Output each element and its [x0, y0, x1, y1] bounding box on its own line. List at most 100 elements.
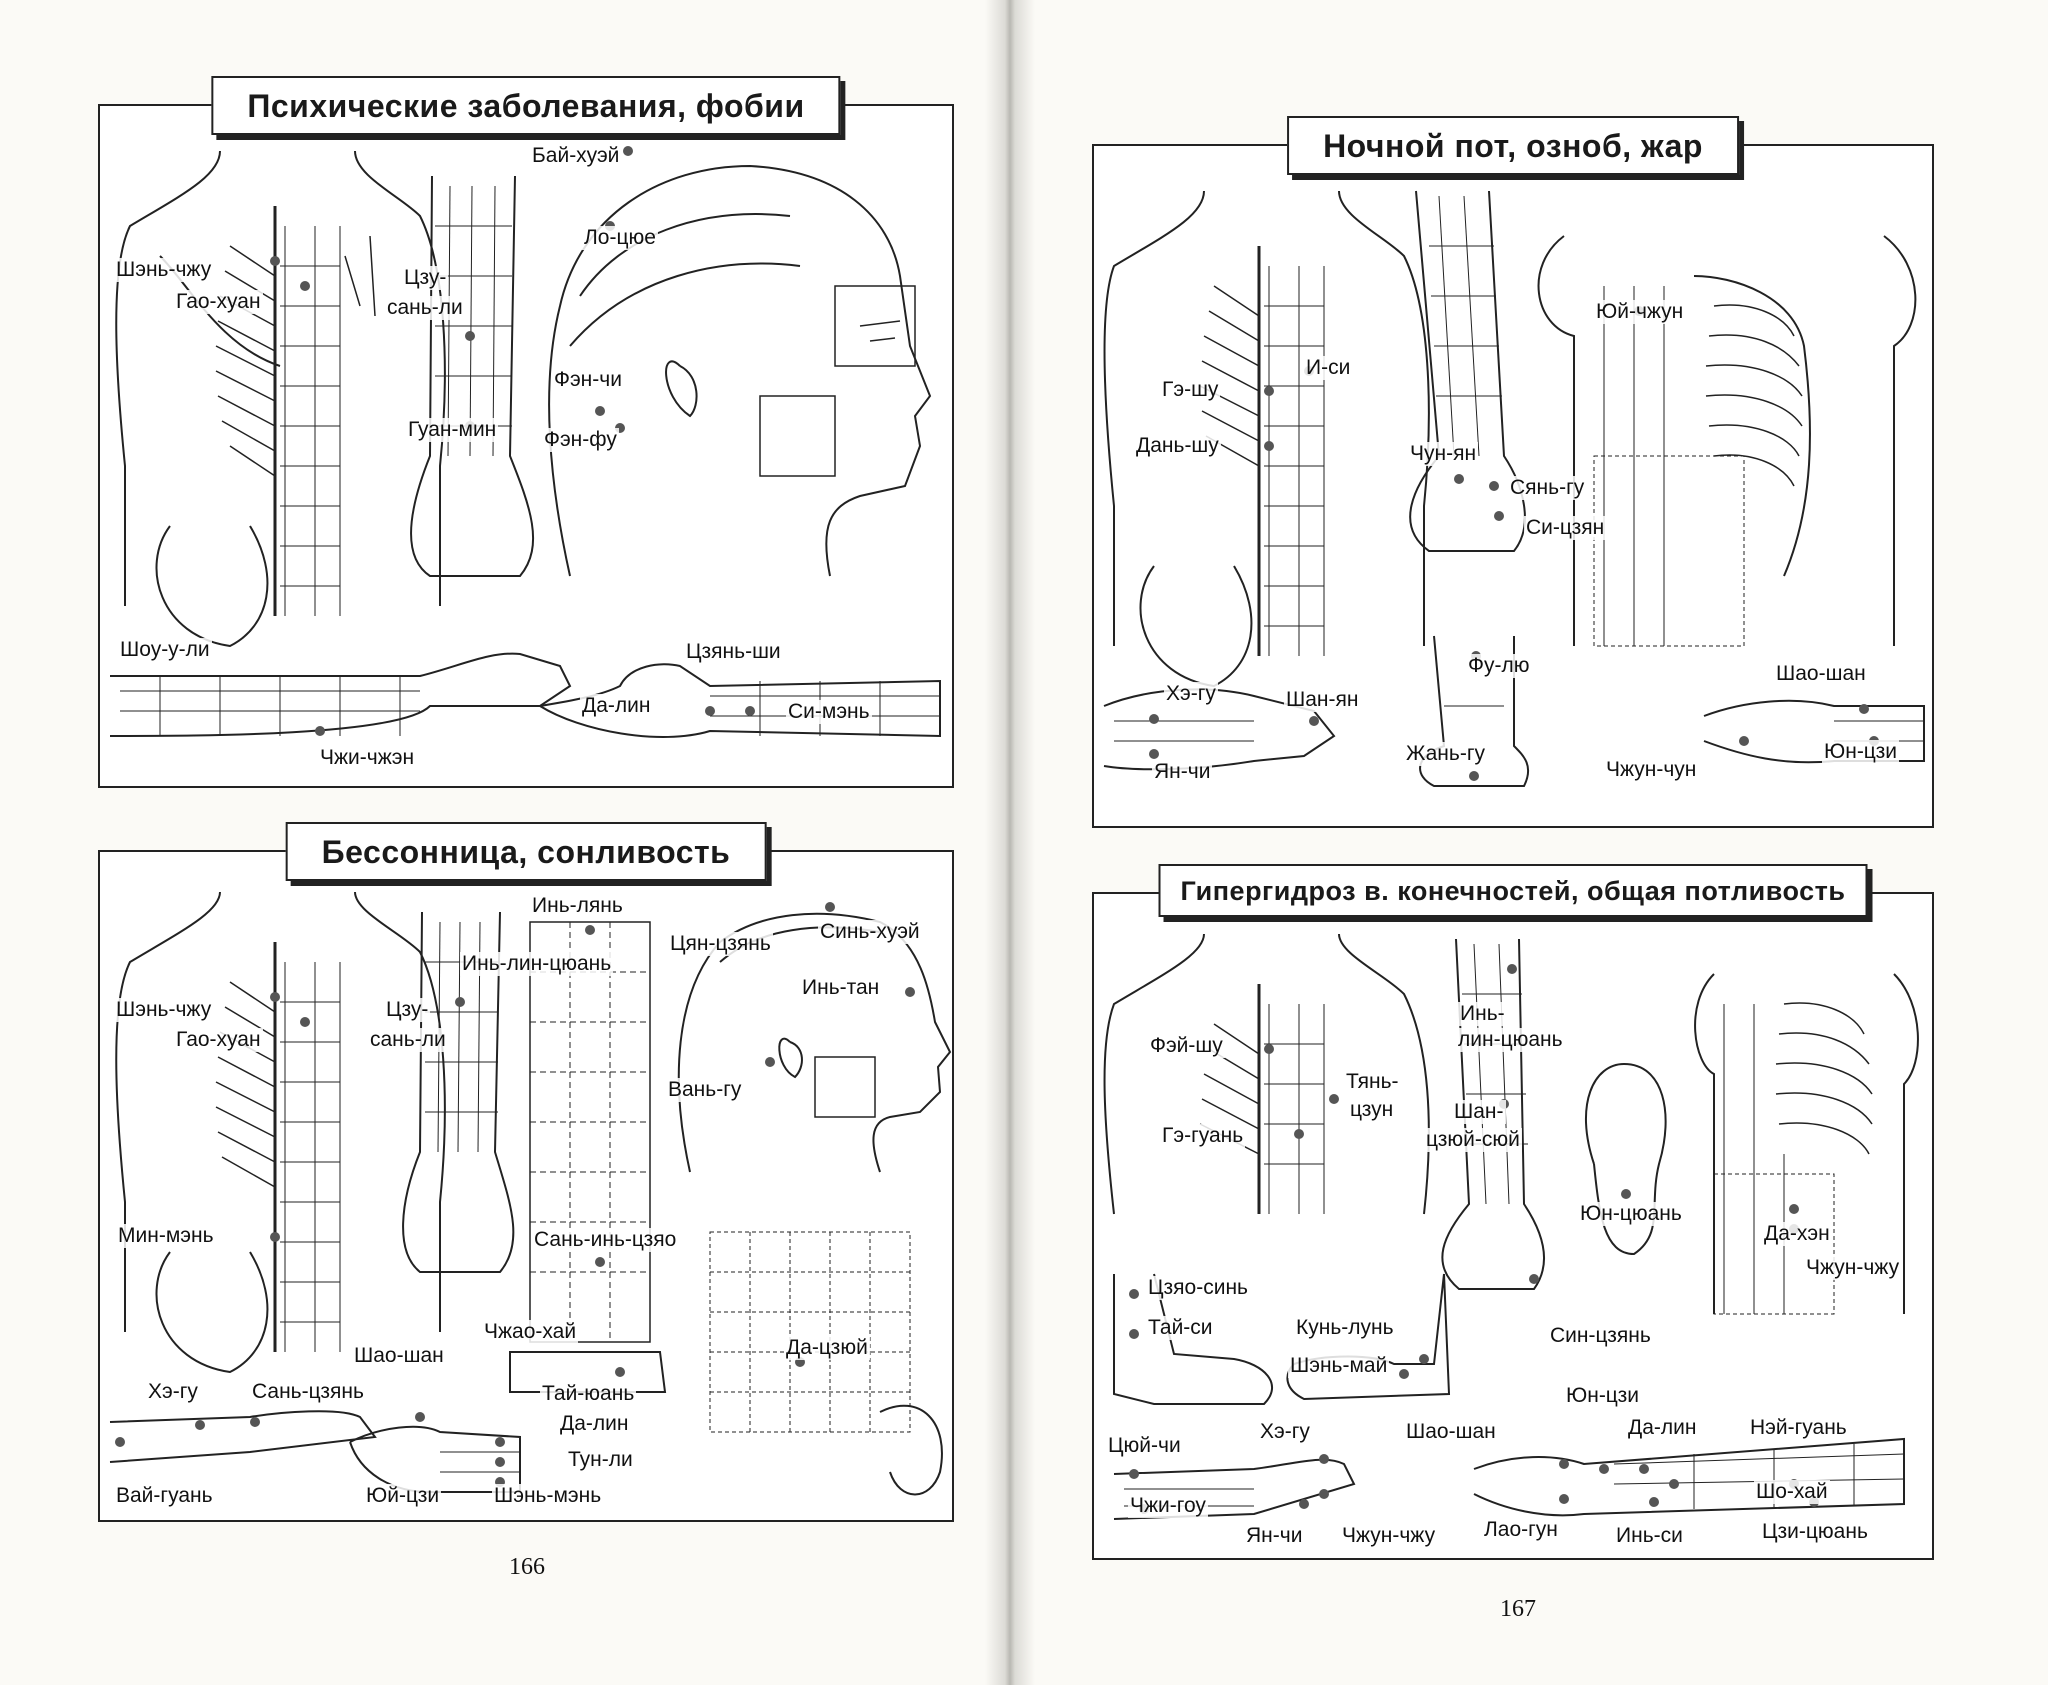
point-label: Чжун-чун	[1604, 758, 1699, 782]
point-label: Цзу-	[384, 998, 431, 1022]
point-label: Чжи-гоу	[1128, 1494, 1208, 1518]
forearm-figures-drawing	[109, 1410, 521, 1493]
point-label: Цян-цзянь	[668, 932, 773, 956]
point-label: Шан-ян	[1284, 688, 1361, 712]
point-label: цзун	[1348, 1098, 1396, 1122]
point-label: Фу-лю	[1466, 654, 1532, 678]
point-label: Си-мэнь	[786, 700, 872, 724]
point-label: Шэнь-мэнь	[492, 1484, 604, 1508]
point-label: Хэ-гу	[1258, 1420, 1312, 1444]
point-label: Шан-	[1452, 1100, 1506, 1124]
point-label: Тун-ли	[566, 1448, 635, 1472]
point-label: Сань-инь-цзяо	[532, 1228, 679, 1252]
front-torso-drawing	[1537, 235, 1917, 647]
point-label: Чжун-чжу	[1804, 1256, 1902, 1280]
panel-hyperhidrosis: Гипергидроз в. конечностей, общая потлив…	[1092, 864, 1934, 1560]
panel-mental-disorders: Психические заболевания, фобии	[98, 76, 954, 788]
point-label: Шао-шан	[1404, 1420, 1498, 1444]
point-label: Шао-шан	[352, 1344, 446, 1368]
point-label: Да-лин	[558, 1412, 631, 1436]
sole-figure-drawing	[1585, 1062, 1667, 1256]
point-label: Шо-хай	[1754, 1480, 1830, 1504]
point-label: Ло-цюе	[582, 226, 658, 250]
point-label: лин-цюань	[1456, 1028, 1565, 1052]
point-label: Нэй-гуань	[1748, 1416, 1849, 1440]
acupoint-markers	[115, 902, 915, 1487]
panel-title: Ночной пот, озноб, жар	[1287, 116, 1739, 175]
point-label: Хэ-гу	[146, 1380, 200, 1404]
point-label: Чун-ян	[1408, 442, 1479, 466]
point-label: Фэн-фу	[542, 428, 619, 452]
point-label: Бай-хуэй	[530, 144, 622, 168]
acupuncture-figures	[109, 891, 952, 1496]
point-label: Тай-си	[1146, 1316, 1215, 1340]
point-label: Мин-мэнь	[116, 1224, 216, 1248]
point-label: Фэн-чи	[552, 368, 624, 392]
page-number: 167	[1500, 1596, 1536, 1622]
point-label: Гао-хуан	[174, 290, 263, 314]
acupoint-markers	[270, 146, 755, 736]
front-torso-drawing	[1694, 973, 1919, 1315]
point-label: Гао-хуан	[174, 1028, 263, 1052]
point-label: Гэ-гуань	[1160, 1124, 1246, 1148]
point-label: Шэнь-чжу	[114, 998, 214, 1022]
point-label: Юн-цзи	[1822, 740, 1899, 764]
acupuncture-figures	[109, 146, 941, 738]
point-label: Цзи-цюань	[1760, 1520, 1870, 1544]
point-label: Чжи-чжэн	[318, 746, 417, 770]
point-label: Гэ-шу	[1160, 378, 1221, 402]
point-label: сань-ли	[385, 296, 465, 320]
point-label: Шао-шан	[1774, 662, 1868, 686]
point-label: Сянь-гу	[1508, 476, 1587, 500]
point-label: Тай-юань	[540, 1382, 637, 1406]
panel-title: Бессонница, сонливость	[285, 822, 767, 881]
book-gutter	[985, 0, 1035, 1685]
point-label: Цзянь-ши	[684, 640, 783, 664]
point-label: Шэнь-чжу	[114, 258, 214, 282]
point-label: Чжао-хай	[482, 1320, 579, 1344]
point-label: Дань-шу	[1134, 434, 1221, 458]
panel-insomnia: Бессонница, сонливость	[98, 822, 954, 1522]
point-label: Цзяо-синь	[1146, 1276, 1250, 1300]
point-label: Синь-хуэй	[818, 920, 922, 944]
back-figure-drawing	[115, 891, 446, 1374]
point-label: цзюй-сюй	[1424, 1128, 1522, 1152]
point-label: Да-цзюй	[784, 1336, 870, 1360]
point-label: Фэй-шу	[1148, 1034, 1225, 1058]
page-number: 166	[509, 1554, 545, 1580]
point-label: Юн-цзи	[1564, 1384, 1641, 1408]
point-label: Да-хэн	[1762, 1222, 1832, 1246]
point-label: Син-цзянь	[1548, 1324, 1653, 1348]
point-label: Гуан-мин	[406, 418, 499, 442]
back-figure-drawing	[115, 150, 446, 648]
point-label: Хэ-гу	[1164, 682, 1218, 706]
head-figure-drawing	[548, 164, 932, 577]
point-label: Ян-чи	[1152, 760, 1213, 784]
forearm-figures-drawing	[109, 652, 941, 738]
point-label: Цюй-чи	[1106, 1434, 1183, 1458]
point-label: Да-лин	[1626, 1416, 1699, 1440]
point-label: Ян-чи	[1244, 1524, 1305, 1548]
back-figure-drawing	[1103, 190, 1430, 688]
point-label: Лао-гун	[1482, 1518, 1560, 1542]
point-label: Юй-цзи	[364, 1484, 442, 1508]
point-label: Цзу-	[402, 266, 449, 290]
point-label: Шоу-у-ли	[118, 638, 212, 662]
point-label: Жань-гу	[1404, 742, 1487, 766]
panel-title: Гипергидроз в. конечностей, общая потлив…	[1158, 864, 1868, 917]
point-label: Сань-цзянь	[250, 1380, 366, 1404]
acupuncture-figures	[1103, 190, 1925, 787]
leg-figure-drawing	[410, 175, 534, 577]
point-label: Инь-лянь	[530, 894, 625, 918]
point-label: И-си	[1304, 356, 1353, 380]
point-label: Чжун-чжу	[1340, 1524, 1438, 1548]
point-label: Юн-цюань	[1578, 1202, 1684, 1226]
point-label: Тянь-	[1344, 1070, 1401, 1094]
point-label: Инь-лин-цюань	[460, 952, 614, 976]
forearm-figures-drawing	[1113, 1437, 1905, 1520]
point-label: Си-цзян	[1524, 516, 1607, 540]
hand-figures-drawing	[1103, 688, 1925, 771]
panel-night-sweats: Ночной пот, озноб, жар	[1092, 116, 1934, 828]
point-label: Юй-чжун	[1594, 300, 1686, 324]
point-label: Вай-гуань	[114, 1484, 215, 1508]
